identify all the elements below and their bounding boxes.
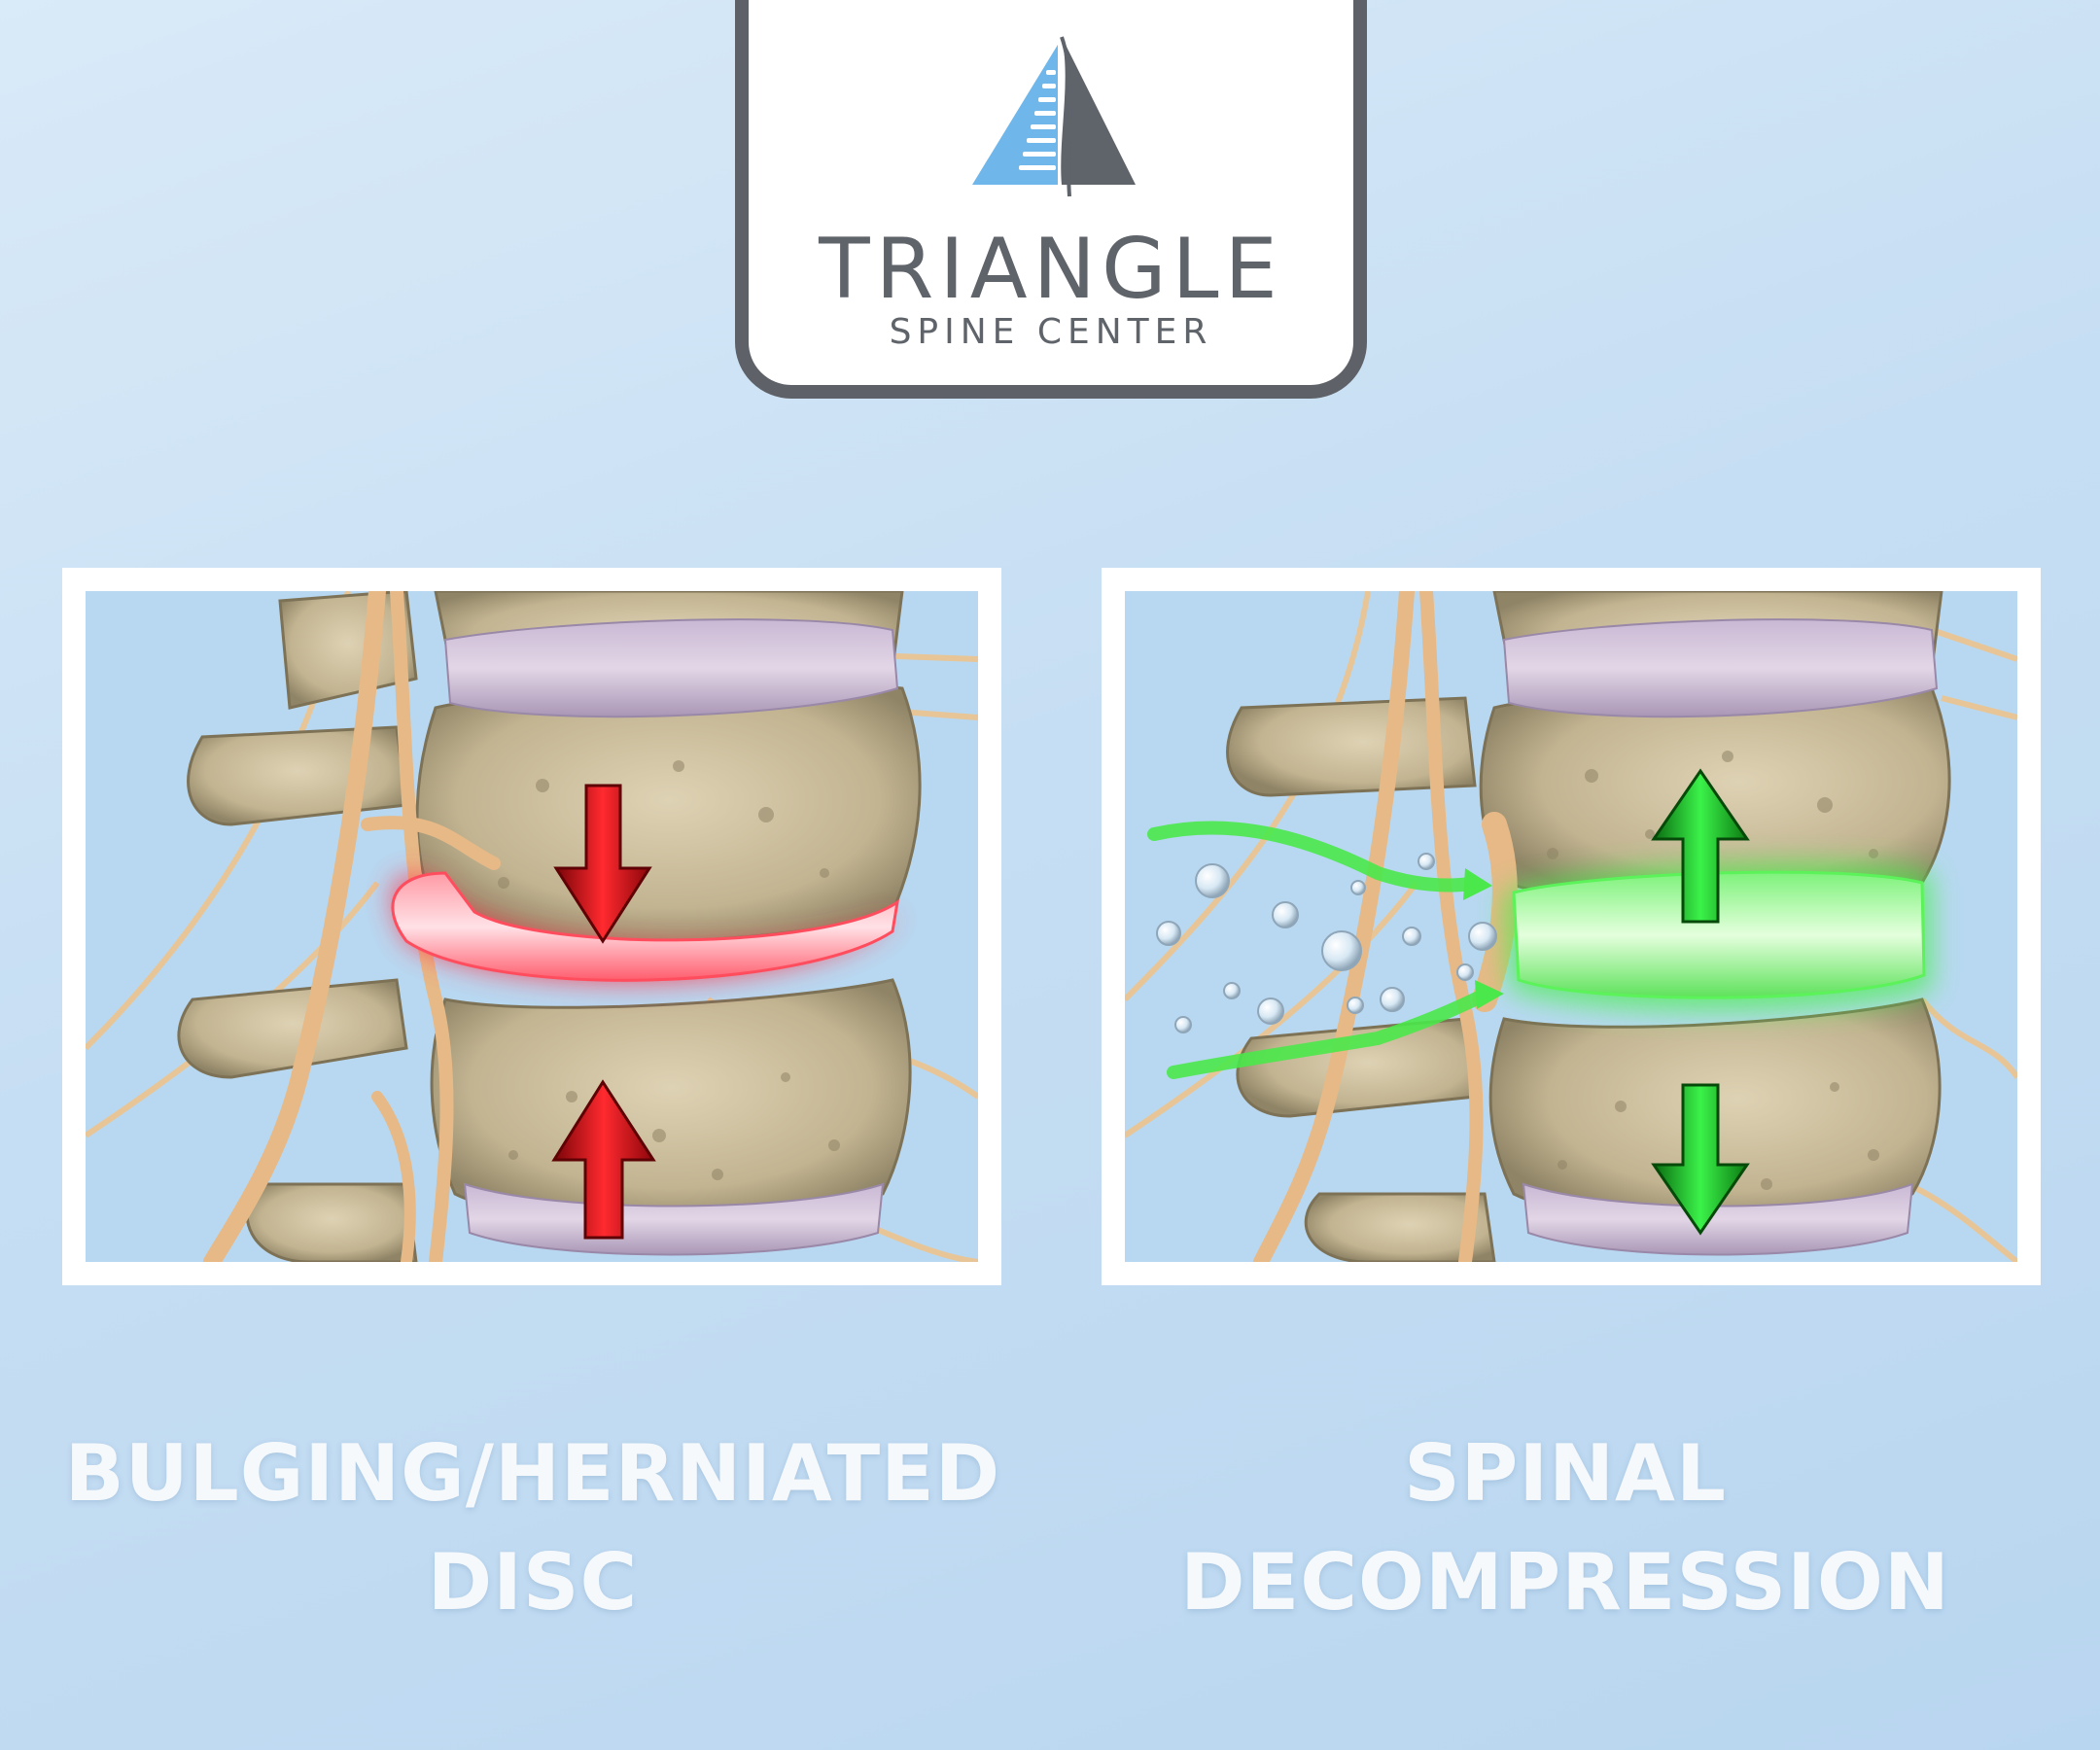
spinal-decompression-caption: SPINAL DECOMPRESSION — [1079, 1419, 2051, 1637]
brand-subtitle: SPINE CENTER — [889, 312, 1213, 352]
compression-arrow-down — [553, 784, 652, 944]
decompression-arrow-up — [1651, 768, 1750, 924]
nutrient-flow-arrow-lower — [1167, 980, 1504, 1079]
nutrient-flow-arrow-upper — [1147, 821, 1492, 900]
herniated-disc-illustration-panel — [62, 568, 1001, 1285]
herniated-disc-caption: BULGING/HERNIATED DISC — [47, 1419, 1019, 1637]
herniated-disc-illustration — [86, 591, 978, 1262]
decompressed-disc — [1512, 870, 1926, 999]
spinal-decompression-illustration — [1125, 591, 2017, 1262]
herniated-disc — [391, 871, 900, 982]
spinal-decompression-illustration-panel — [1102, 568, 2041, 1285]
caption-line: DECOMPRESSION — [1180, 1537, 1950, 1628]
caption-line: BULGING/HERNIATED — [64, 1428, 1001, 1519]
spine-triangle-logo-icon — [972, 36, 1136, 197]
compression-arrow-up — [551, 1079, 656, 1240]
caption-line: SPINAL — [1404, 1428, 1727, 1519]
logo-card: TRIANGLE SPINE CENTER — [735, 0, 1367, 399]
caption-line: DISC — [427, 1537, 639, 1628]
nutrient-bubbles — [1156, 853, 1497, 1033]
brand-title: TRIANGLE — [819, 221, 1283, 318]
decompression-arrow-down — [1651, 1083, 1750, 1236]
